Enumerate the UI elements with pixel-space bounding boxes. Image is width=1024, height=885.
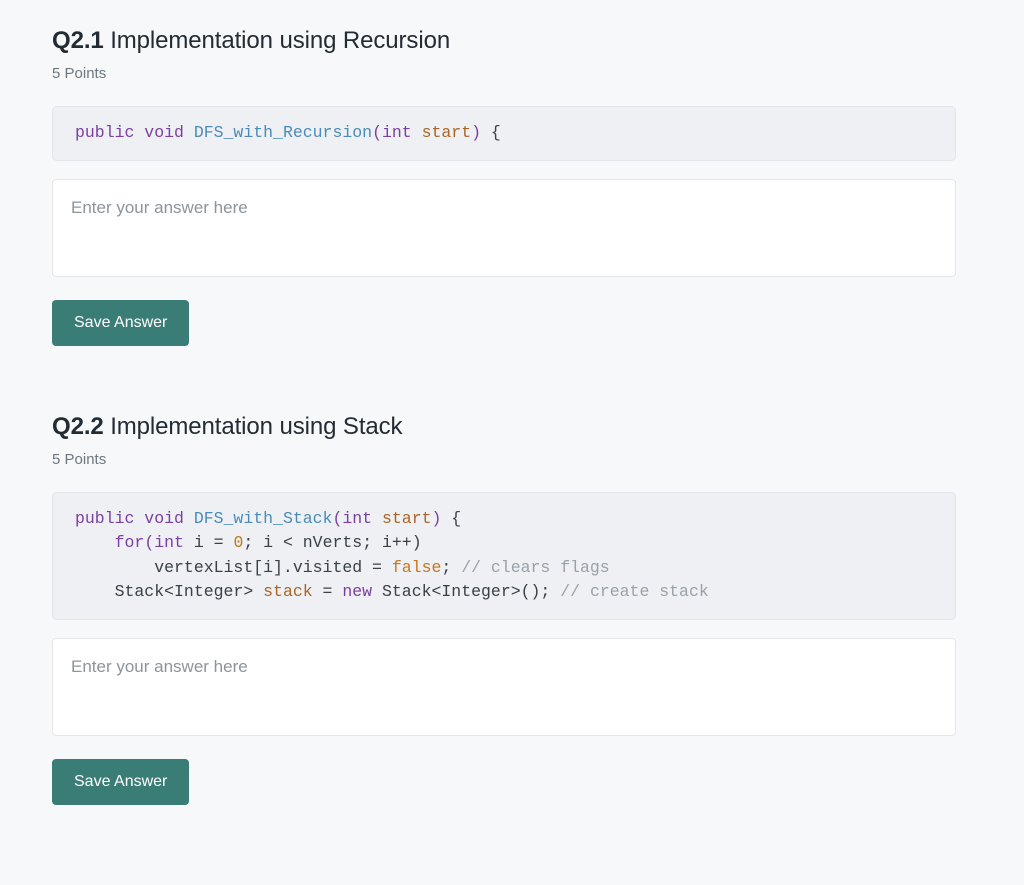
code-token: false [391,557,442,577]
code-text: public void DFS_with_Stack(int start) { … [75,507,933,605]
code-token [412,123,422,142]
page-title: Q2.1 Implementation using Recursion [52,26,956,56]
answer-input[interactable] [52,637,956,736]
answer-input[interactable] [52,178,956,277]
code-text: public void DFS_with_Recursion(int start… [75,121,933,146]
code-token: i = [183,533,234,552]
code-token: start [421,123,472,142]
code-token: vertexList[i].visited = [75,557,392,577]
question-number: Q2.2 [52,412,104,440]
code-token: int [381,123,412,142]
code-token [75,533,115,552]
question-title-text: Implementation using Recursion [110,27,451,54]
code-token: for [114,533,145,552]
question-points: 5 Points [52,450,107,468]
code-token: int [154,533,184,552]
code-token: ( [332,508,343,528]
code-token: DFS_with_Stack [193,508,333,528]
question-points: 5 Points [52,65,107,82]
code-token: ; [441,557,462,577]
code-snippet: public void DFS_with_Stack(int start) { … [52,491,956,620]
code-token: ) [431,508,442,528]
section-spacer [52,346,956,412]
code-token: start [381,508,432,528]
code-token: stack [263,582,313,601]
code-token: public void [75,123,194,142]
code-token: { [441,508,462,528]
save-answer-button[interactable]: Save Answer [52,299,190,346]
code-token: new [342,582,373,601]
code-token: ( [144,533,155,552]
save-answer-button[interactable]: Save Answer [52,758,190,805]
code-token: int [342,508,373,528]
question-number: Q2.1 [52,27,104,54]
code-token: ; i < nVerts; i++) [243,533,422,552]
code-token [372,509,382,528]
code-token: = [312,582,343,601]
code-snippet: public void DFS_with_Recursion(int start… [52,106,956,161]
code-token: 0 [233,533,244,552]
code-token: Stack<Integer>(); [372,582,561,601]
question-title-text: Implementation using Stack [110,412,403,440]
code-token: // clears flags [461,557,610,577]
code-token: ) [471,123,482,142]
page-title: Q2.2 Implementation using Stack [52,412,956,442]
code-token: Stack<Integer> [75,582,264,601]
code-token: // create stack [560,582,709,601]
code-token: ( [372,123,382,142]
code-token: DFS_with_Recursion [193,123,373,142]
code-token: public void [75,508,194,528]
code-token: { [481,123,501,142]
